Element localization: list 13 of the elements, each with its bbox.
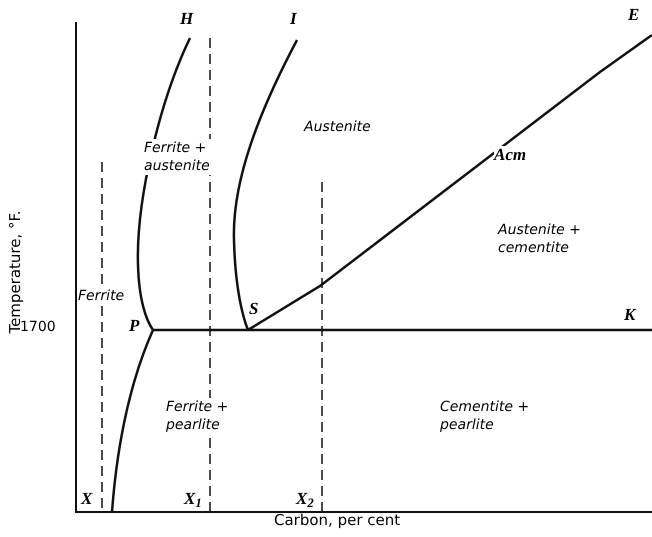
point-label: P xyxy=(129,317,140,334)
axis-label: Carbon, per cent xyxy=(274,513,400,528)
point-label: K xyxy=(624,306,636,323)
point-label: Acm xyxy=(494,146,526,163)
tick-label: 1700 xyxy=(20,320,56,334)
point-label: I xyxy=(290,10,297,27)
point-label: E xyxy=(628,6,640,23)
point-label: X xyxy=(81,490,92,507)
point-label: X$_{1}$ xyxy=(184,490,202,507)
point-label: S xyxy=(249,300,258,317)
axis-label: Temperature, °F. xyxy=(8,210,22,334)
point-label: X$_{2}$ xyxy=(296,490,314,507)
point-label: H xyxy=(180,10,194,27)
